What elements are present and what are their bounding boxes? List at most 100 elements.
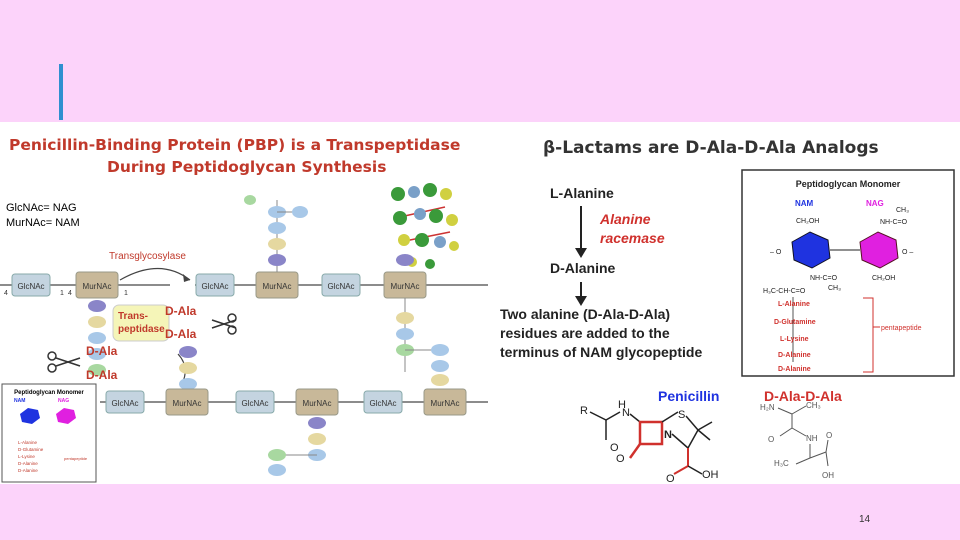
scissors-icon (47, 351, 81, 373)
svg-text:O –: O – (902, 249, 913, 256)
glcnac-block (11, 273, 51, 297)
svg-text:S: S (678, 409, 685, 421)
description-line1: Two alanine (D-Ala-D-Ala) (500, 306, 670, 322)
svg-text:MurNAc: MurNAc (391, 282, 420, 291)
svg-text:NAG: NAG (866, 199, 884, 208)
svg-text:L-Lysine: L-Lysine (18, 454, 35, 459)
svg-text:L-Alanine: L-Alanine (778, 301, 810, 308)
alanine-racemase-label-line2: racemase (600, 230, 665, 246)
svg-text:NH: NH (806, 434, 818, 443)
inset-monomer: Peptidoglycan Monomer NAM NAG L-Alanine … (1, 383, 97, 483)
glycan-strand-upper: GlcNAc MurNAc 4 1 4 1 (0, 271, 449, 386)
svg-text:CH₃: CH₃ (806, 401, 821, 410)
transpeptidase-label-line2: peptidase (118, 324, 165, 335)
svg-text:H: H (618, 399, 626, 411)
svg-text:1: 1 (124, 290, 128, 297)
legend-nam: MurNAc= NAM (6, 217, 80, 229)
svg-text:GlcNAc: GlcNAc (241, 399, 268, 408)
glcnac-block (235, 390, 275, 414)
svg-text:N: N (664, 429, 672, 441)
svg-text:OH: OH (702, 469, 719, 481)
glcnac-block (195, 273, 235, 297)
d-ala-label: D-Ala (86, 344, 118, 358)
svg-text:Peptidoglycan Monomer: Peptidoglycan Monomer (14, 390, 84, 396)
glycan-strand-lower: GlcNAc MurNAc GlcNAc MurNAc GlcNAc MurNA… (100, 388, 488, 476)
svg-text:MurNAc: MurNAc (173, 399, 202, 408)
svg-text:L-Alanine: L-Alanine (18, 440, 38, 445)
svg-text:OH: OH (822, 471, 834, 480)
murnac-block (295, 388, 339, 416)
svg-text:CH₂OH: CH₂OH (796, 218, 819, 225)
svg-text:– O: – O (770, 249, 782, 256)
svg-text:GlcNAc: GlcNAc (17, 282, 44, 291)
svg-text:GlcNAc: GlcNAc (111, 399, 138, 408)
dala-dala-label: D-Ala-D-Ala (764, 388, 842, 404)
peptidoglycan-monomer-box: Peptidoglycan Monomer NAM NAG CH₂OH CH₃ … (741, 169, 955, 377)
penicillin-label: Penicillin (658, 388, 719, 404)
svg-text:NH-C=O: NH-C=O (880, 219, 908, 226)
glcnac-block (321, 273, 361, 297)
svg-text:N: N (622, 407, 630, 419)
pbp-diagram: Penicillin-Binding Protein (PBP) is a Tr… (0, 136, 488, 483)
right-title: β-Lactams are D-Ala-D-Ala Analogs (543, 138, 879, 158)
svg-text:GlcNAc: GlcNAc (369, 399, 396, 408)
svg-text:MurNAc: MurNAc (303, 399, 332, 408)
svg-text:MurNAc: MurNAc (431, 399, 460, 408)
svg-text:R: R (580, 405, 588, 417)
svg-text:D-Alanine: D-Alanine (18, 468, 38, 473)
svg-text:4: 4 (68, 290, 72, 297)
transpeptidase-label-line1: Trans- (118, 311, 148, 322)
svg-text:H₂N: H₂N (760, 403, 775, 412)
dala-dala-structure: H₂N CH₃ O NH H₃C O OH (760, 401, 834, 480)
description-line3: terminus of NAM glycopeptide (500, 344, 702, 360)
svg-text:MurNAc: MurNAc (263, 282, 292, 291)
svg-text:D-Glutamine: D-Glutamine (18, 447, 44, 452)
description-line2: residues are added to the (500, 325, 670, 341)
beta-lactam-diagram: β-Lactams are D-Ala-D-Ala Analogs L-Alan… (500, 138, 955, 484)
scissors-icon (211, 313, 237, 335)
svg-text:L-Lysine: L-Lysine (780, 336, 809, 343)
svg-text:CH₃: CH₃ (896, 207, 909, 214)
right-figure-panel: β-Lactams are D-Ala-D-Ala Analogs L-Alan… (488, 122, 960, 484)
d-ala-label: D-Ala (165, 327, 197, 341)
svg-text:H₃C-CH-C=O: H₃C-CH-C=O (763, 288, 806, 295)
svg-text:O: O (666, 473, 675, 484)
nag-hexagon (859, 231, 899, 269)
transglycosylase-label: Transglycosylase (109, 251, 186, 262)
l-alanine-label: L-Alanine (550, 185, 614, 201)
left-title-line2: During Peptidoglycan Synthesis (107, 158, 386, 176)
murnac-block (165, 388, 209, 416)
svg-text:pentapeptide: pentapeptide (64, 456, 88, 461)
svg-text:D-Alanine: D-Alanine (778, 352, 811, 359)
svg-text:NAM: NAM (14, 398, 25, 404)
svg-text:O: O (826, 431, 832, 440)
svg-text:CH₃: CH₃ (828, 285, 841, 292)
svg-text:CH₂OH: CH₂OH (872, 275, 895, 282)
nascent-strand: GlcNAc MurNAc GlcNAc MurNAc (195, 195, 488, 299)
accent-bar (59, 64, 63, 120)
transpeptidase-box (112, 304, 170, 342)
svg-text:GlcNAc: GlcNAc (201, 282, 228, 291)
svg-text:Peptidoglycan Monomer: Peptidoglycan Monomer (796, 179, 901, 189)
glcnac-block (105, 390, 145, 414)
alanine-racemase-label-line1: Alanine (599, 211, 651, 227)
svg-text:MurNAc: MurNAc (83, 282, 112, 291)
svg-text:O: O (610, 442, 619, 454)
d-alanine-label: D-Alanine (550, 260, 616, 276)
d-ala-label: D-Ala (165, 304, 197, 318)
slide-number: 14 (859, 514, 871, 525)
d-ala-label: D-Ala (86, 368, 118, 382)
legend-nag: GlcNAc= NAG (6, 202, 77, 214)
svg-text:O: O (616, 453, 625, 465)
svg-text:1: 1 (60, 290, 64, 297)
svg-text:D-Alanine: D-Alanine (778, 366, 811, 373)
molecular-cluster-image (391, 183, 459, 269)
svg-text:GlcNAc: GlcNAc (327, 282, 354, 291)
svg-text:NH-C=O: NH-C=O (810, 275, 838, 282)
penicillin-structure: R O H N O N S OH O (580, 399, 719, 484)
left-figure-panel: Penicillin-Binding Protein (PBP) is a Tr… (0, 122, 488, 484)
glcnac-block (363, 390, 403, 414)
svg-text:D-Glutamine: D-Glutamine (774, 319, 816, 326)
murnac-block (423, 388, 467, 416)
svg-text:H₃C: H₃C (774, 459, 789, 468)
